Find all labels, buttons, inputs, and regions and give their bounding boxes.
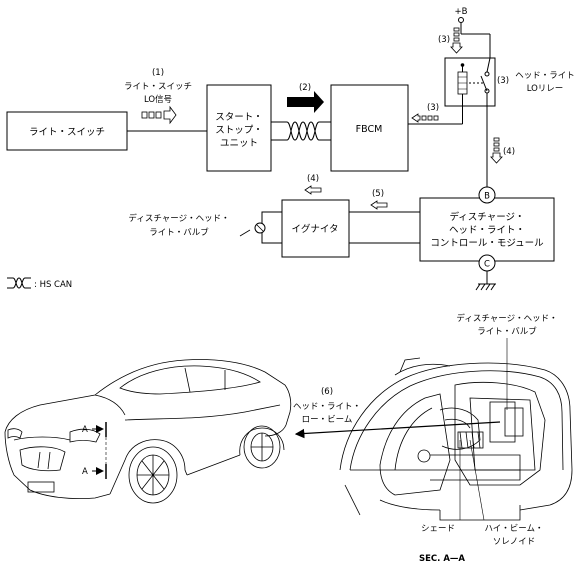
signal-2-arrow (287, 91, 324, 113)
light-switch-block: ライト・スイッチ (6, 111, 128, 151)
module-line2: ヘッド・ライト・ (449, 225, 525, 236)
terminal-b: B (478, 186, 496, 204)
section-marker-bottom: A (82, 467, 88, 477)
bulb-label-line1: ディスチャージ・ヘッド・ (128, 213, 229, 224)
bulb-label-line2: ライト・バルブ (149, 227, 209, 238)
low-beam-label-line1: ヘッド・ライト・ (293, 402, 361, 412)
igniter-label: イグナイタ (292, 223, 339, 235)
signal-1: (1) ライト・スイッチ LO信号 (124, 68, 192, 125)
module-line3: コントロール・モジュール (430, 238, 544, 249)
start-stop-line2: ストップ・ (215, 125, 263, 136)
relay-label-line2: LOリレー (527, 84, 564, 94)
discharge-bulb-symbol (239, 211, 282, 244)
light-switch-label: ライト・スイッチ (29, 127, 105, 138)
signal-4b-label: (4) (307, 174, 319, 184)
start-stop-line1: スタート・ (215, 112, 263, 123)
discharge-control-module: ディスチャージ・ ヘッド・ライト・ コントロール・モジュール (419, 197, 555, 262)
section-bulb-label-line1: ディスチャージ・ヘッド・ (456, 313, 557, 324)
relay-switch-arm (480, 75, 488, 92)
hs-can-line (271, 121, 331, 141)
start-stop-line3: ユニット (220, 138, 258, 149)
section-markers: A A (82, 422, 107, 479)
relay-contact-1 (484, 71, 490, 77)
signal-1-line1: ライト・スイッチ (124, 82, 192, 92)
section-title: SEC. A—A (419, 554, 465, 564)
signal-3c-label: (3) (427, 103, 439, 113)
headlight-section (339, 357, 573, 521)
low-beam-label-number: (6) (321, 387, 333, 397)
hs-can-legend-symbol (7, 277, 31, 289)
signal-3c-arrow (411, 113, 439, 123)
section-bulb-label-line2: ライト・バルブ (477, 326, 537, 337)
solenoid-label-line2: ソレノイド (493, 537, 536, 547)
fbcm-label: FBCM (356, 124, 383, 135)
car-illustration (4, 359, 292, 504)
wiring-diagram: ライト・スイッチ (1) ライト・スイッチ LO信号 スタート・ ストップ・ ユ… (6, 7, 575, 291)
signal-3b-label: (3) (497, 76, 509, 86)
power-terminal (458, 17, 464, 23)
relay-label-line1: ヘッド・ライト (515, 71, 575, 81)
signal-1-arrow (141, 105, 177, 125)
hs-can-legend-label: : HS CAN (34, 280, 72, 290)
signal-3a-label: (3) (438, 35, 450, 45)
shade-label: シェード (421, 524, 455, 534)
signal-4a-arrow (490, 137, 503, 164)
signal-5-label: (5) (372, 189, 384, 199)
solenoid-leader (469, 439, 485, 521)
section-marker-top: A (82, 425, 88, 435)
signal-1-number: (1) (152, 68, 164, 78)
start-stop-unit-block: スタート・ ストップ・ ユニット (206, 84, 272, 172)
signal-4b-arrow (304, 185, 322, 195)
low-beam-label-line2: ロー・ビーム (302, 415, 353, 425)
signal-1-line2: LO信号 (144, 94, 172, 105)
terminal-c: C (478, 254, 496, 272)
terminal-b-label: B (484, 192, 490, 202)
solenoid-label-line1: ハイ・ビーム・ (484, 524, 543, 534)
fbcm-block: FBCM (330, 84, 409, 172)
module-line1: ディスチャージ・ (449, 211, 524, 223)
signal-5-arrow (370, 200, 388, 210)
igniter-block: イグナイタ (281, 199, 350, 258)
power-label: +B (455, 7, 468, 17)
low-beam-arrow (294, 421, 501, 439)
signal-4a-label: (4) (503, 147, 515, 157)
signal-3a-arrow (450, 27, 463, 54)
ground-symbol (475, 283, 496, 291)
signal-2-label: (2) (299, 83, 311, 93)
terminal-c-label: C (484, 260, 490, 270)
